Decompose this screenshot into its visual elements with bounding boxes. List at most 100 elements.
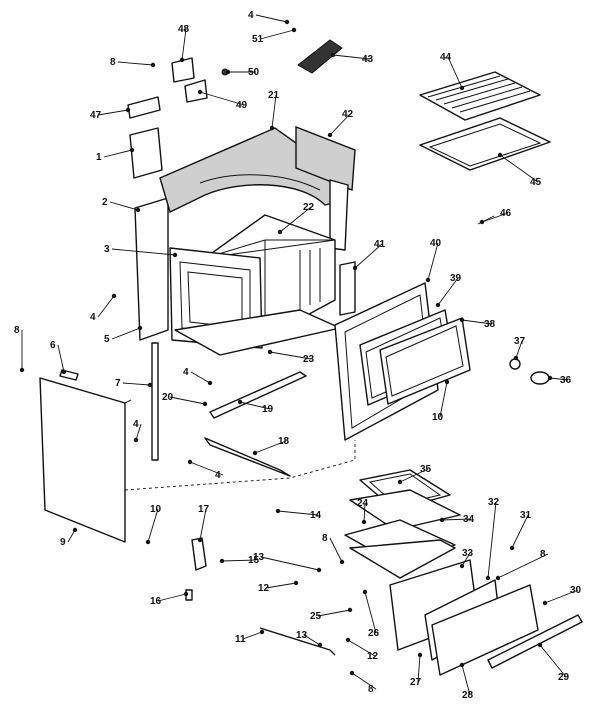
part-label-p8d: 8 — [540, 549, 546, 560]
part-label-p45: 45 — [530, 177, 542, 188]
part-label-p8a: 8 — [110, 57, 116, 68]
leader-line-p8c — [329, 537, 343, 563]
screw-dot-p10a — [145, 539, 151, 545]
rail-18 — [204, 437, 291, 477]
leader-line-p12b — [347, 639, 376, 657]
screw-dot-p8d — [495, 575, 501, 581]
leader-line-p3 — [111, 248, 176, 256]
screw-dot-p8c — [339, 559, 345, 565]
part-label-p24: 24 — [357, 498, 369, 509]
leader-line-p47 — [97, 109, 129, 116]
part-label-p36: 36 — [560, 375, 572, 386]
part-label-p34: 34 — [463, 514, 475, 525]
leader-line-p45 — [499, 154, 539, 183]
part-label-p21: 21 — [268, 90, 280, 101]
leader-line-p37 — [515, 340, 523, 359]
leader-line-p16 — [157, 593, 187, 602]
leader-line-p17 — [199, 508, 207, 541]
part-label-p15: 15 — [248, 555, 260, 566]
leader-line-p25 — [317, 609, 351, 617]
part-label-p8c: 8 — [322, 533, 328, 544]
screw-dot-p51 — [291, 27, 297, 33]
screw-dot-p33 — [459, 563, 465, 569]
part-label-p14: 14 — [310, 510, 322, 521]
part-label-p29: 29 — [558, 672, 570, 683]
leader-line-p7 — [122, 382, 151, 386]
cabinet-body — [127, 96, 356, 356]
screw-dot-p12a — [293, 580, 299, 586]
part-label-p50: 50 — [248, 67, 260, 78]
leader-line-p36 — [549, 377, 569, 381]
screw-dot-p49 — [197, 89, 203, 95]
screw-dot-p32 — [485, 575, 491, 581]
leader-line-p51 — [259, 29, 295, 40]
leader-line-p43 — [332, 54, 371, 60]
screw-dot-p41 — [352, 265, 358, 271]
part-label-p12b: 12 — [367, 651, 379, 662]
part-label-p7: 7 — [115, 378, 121, 389]
part-label-p23: 23 — [303, 354, 315, 365]
screw-dot-p7 — [147, 382, 153, 388]
part-label-p8e: 8 — [368, 684, 374, 695]
part-label-p1: 1 — [96, 152, 102, 163]
leader-line-p8a — [117, 61, 154, 66]
part-label-p46: 46 — [500, 208, 512, 219]
leader-line-p4e — [189, 461, 224, 476]
part-label-p37: 37 — [514, 336, 526, 347]
bracket-17 — [191, 537, 207, 571]
part-label-p25: 25 — [310, 611, 322, 622]
leader-line-p31 — [511, 514, 529, 549]
part-label-p33: 33 — [462, 548, 474, 559]
leader-line-p9 — [67, 529, 76, 543]
knob-36 — [530, 371, 550, 385]
leader-line-p5 — [111, 327, 141, 340]
screw-dot-p40 — [425, 277, 431, 283]
part-label-p10b: 10 — [432, 412, 444, 423]
leader-line-p10a — [147, 508, 159, 543]
leader-line-p11 — [242, 631, 263, 640]
screw-dot-p4a — [284, 19, 290, 25]
leader-line-p42 — [329, 113, 351, 136]
igniter-43 — [297, 39, 343, 74]
leader-line-p21 — [271, 94, 277, 129]
screw-dot-p3 — [172, 252, 178, 258]
part-label-p44: 44 — [440, 52, 452, 63]
rod-11 — [259, 627, 336, 656]
leader-line-p14 — [277, 510, 319, 516]
part-label-p19: 19 — [262, 404, 274, 415]
floor-outline — [124, 440, 356, 491]
part-label-p11: 11 — [235, 634, 246, 645]
screw-dot-p34 — [439, 517, 445, 523]
screw-dot-p4d — [133, 437, 139, 443]
screw-dot-p39 — [435, 302, 441, 308]
screw-dot-p48 — [179, 57, 185, 63]
screw-dot-p6 — [61, 369, 67, 375]
part-label-p20: 20 — [162, 392, 174, 403]
part-label-p16: 16 — [150, 596, 162, 607]
screw-dot-p46 — [479, 219, 485, 225]
leader-line-p20 — [169, 396, 206, 405]
leader-line-p30 — [544, 589, 579, 604]
side-panel-9 — [39, 377, 132, 543]
leader-line-p28 — [461, 664, 471, 696]
screw-dot-p21 — [269, 125, 275, 131]
leader-line-p27 — [417, 654, 421, 683]
part-label-p3: 3 — [104, 244, 110, 255]
rail-19 — [209, 371, 307, 419]
leader-line-p49 — [199, 91, 245, 106]
screw-dot-p8a — [150, 62, 156, 68]
part-label-p42: 42 — [342, 109, 354, 120]
screw-dot-p2 — [135, 207, 141, 213]
screw-dot-p36 — [547, 375, 553, 381]
leader-line-p48 — [181, 28, 187, 61]
drawer-front — [389, 559, 583, 676]
part-label-p47: 47 — [90, 110, 102, 121]
screw-dot-p9 — [72, 527, 78, 533]
part-label-p41: 41 — [374, 239, 386, 250]
part-label-p43: 43 — [362, 54, 374, 65]
leader-line-p1 — [103, 149, 133, 158]
screw-dot-p50 — [225, 69, 231, 75]
leader-line-p22 — [279, 206, 312, 233]
part-label-p32: 32 — [488, 497, 500, 508]
part-label-p40: 40 — [430, 238, 442, 249]
